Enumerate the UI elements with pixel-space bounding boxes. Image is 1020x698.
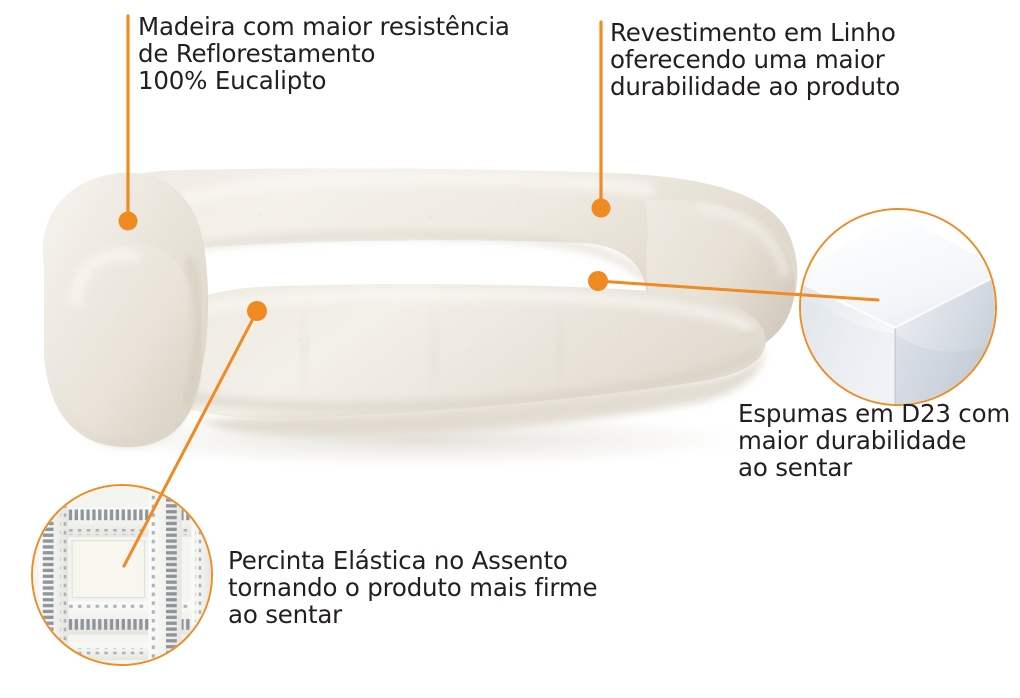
sofa-left-arm-front <box>57 239 197 441</box>
inset-foam-detail <box>799 208 997 406</box>
sofa-base-shadow <box>198 346 766 437</box>
fabric-texture <box>118 198 622 382</box>
elastic-webbing-image <box>33 486 211 664</box>
sofa-backrest <box>59 168 798 355</box>
callout-text-webbing: Percinta Elástica no Assento tornando o … <box>228 546 598 629</box>
callout-text-foam: Espumas em D23 com maior durabilidade ao… <box>738 399 1011 482</box>
callout-text-wood: Madeira com maior resistência de Reflore… <box>138 12 510 95</box>
inset-webbing-detail <box>31 484 213 666</box>
foam-block-image <box>801 210 995 404</box>
callout-text-linen: Revestimento em Linho oferecendo uma mai… <box>610 18 901 101</box>
